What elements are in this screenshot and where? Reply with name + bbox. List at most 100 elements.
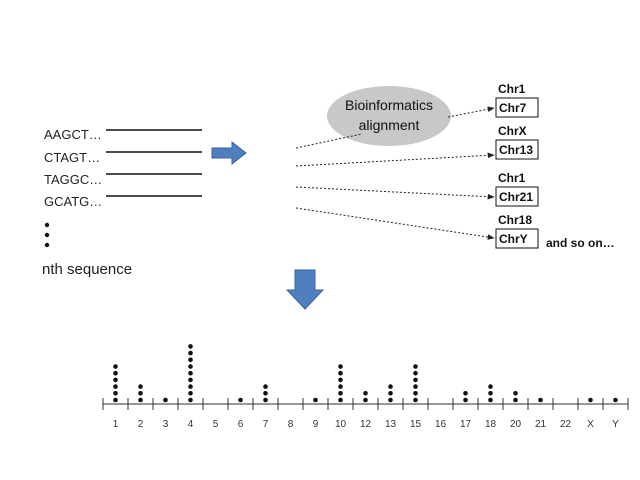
mapping-arrows (295, 106, 495, 240)
data-dot (113, 397, 118, 403)
target-box (495, 97, 539, 118)
data-dot (338, 364, 343, 369)
target-box-label: Chr21 (499, 190, 533, 204)
data-dot (263, 391, 268, 396)
data-dot (388, 397, 393, 403)
data-dot (113, 384, 118, 389)
target-box-label: Chr7 (499, 101, 527, 115)
data-dot (338, 391, 343, 396)
data-dot (413, 391, 418, 396)
read-row-3: TAGGC… (44, 172, 202, 187)
data-dot (538, 397, 543, 403)
bubble-ellipse (327, 86, 451, 146)
data-dot (188, 397, 193, 403)
read-label: CTAGT… (44, 150, 100, 165)
data-dot (363, 391, 368, 396)
tick-label: 6 (238, 419, 244, 430)
target-box (495, 228, 539, 249)
tick-label: 22 (560, 419, 572, 430)
data-dot (188, 364, 193, 369)
target-box (495, 186, 539, 207)
down-arrow-icon (285, 269, 325, 310)
tick-label: 21 (535, 419, 547, 430)
data-dot (138, 397, 143, 403)
tick-label: 9 (313, 419, 319, 430)
tick-label: 8 (288, 419, 294, 430)
data-dot (188, 370, 193, 376)
read-row-4: GCATG… (44, 194, 202, 209)
data-dot (113, 364, 118, 369)
tick-label: 20 (510, 419, 522, 430)
data-dot (188, 391, 193, 396)
data-dot (463, 391, 468, 396)
target-top-label: ChrX (498, 124, 527, 138)
read-row-1: AAGCT… (44, 127, 202, 142)
data-dot (188, 344, 193, 349)
data-dot (138, 391, 143, 396)
read-label: TAGGC… (44, 172, 102, 187)
tick-label: 1 (113, 419, 119, 430)
mapping-arrow-4 (295, 207, 495, 240)
data-dot (488, 397, 493, 403)
data-dot (413, 364, 418, 369)
target-top-label: Chr18 (498, 213, 532, 227)
mapping-arrow-lead (295, 133, 363, 149)
tick-label: 5 (213, 419, 219, 430)
read-label: GCATG… (44, 194, 102, 209)
target-box-label: ChrY (499, 232, 528, 246)
data-dot (113, 370, 118, 376)
data-dot (463, 397, 468, 403)
alignment-bubble: Bioinformatics alignment (327, 86, 451, 146)
ellipsis-dots (44, 222, 50, 248)
data-dot (313, 397, 318, 403)
data-dot (188, 384, 193, 389)
mapping-arrow-3 (295, 186, 495, 200)
tick-label: 13 (385, 419, 397, 430)
nth-sequence-label: nth sequence (42, 261, 132, 278)
right-arrow-icon (211, 140, 247, 166)
data-dot (188, 357, 193, 363)
data-dot (163, 397, 168, 403)
read-row-2: CTAGT… (44, 150, 202, 165)
tick-label: 7 (263, 419, 269, 430)
tick-label: 2 (138, 419, 144, 430)
target-box-label: Chr13 (499, 143, 533, 157)
data-dot (338, 384, 343, 389)
target-2: ChrX Chr13 (495, 124, 539, 160)
target-4: Chr18 ChrY (495, 213, 539, 249)
data-dot (338, 397, 343, 403)
data-dot (513, 397, 518, 403)
data-dot (613, 397, 618, 403)
tick-label: 10 (335, 419, 347, 430)
data-dot (138, 384, 143, 389)
data-dot (413, 397, 418, 403)
data-dot (113, 391, 118, 396)
mapping-arrow-1 (447, 106, 495, 118)
mapping-arrow-2 (295, 152, 495, 167)
bubble-line-2: alignment (359, 117, 420, 133)
data-dot (263, 384, 268, 389)
tick-label: 15 (410, 419, 422, 430)
data-dot (238, 397, 243, 403)
data-dot (413, 370, 418, 376)
target-top-label: Chr1 (498, 171, 526, 185)
tick-label: X (587, 419, 594, 430)
data-dot (588, 397, 593, 403)
chromosome-targets: Chr1 Chr7 ChrX Chr13 Chr1 Chr21 Chr18 Ch… (495, 82, 615, 250)
data-dot (188, 350, 193, 356)
data-dot (413, 384, 418, 389)
tick-label: Y (612, 419, 619, 430)
target-top-label: Chr1 (498, 82, 526, 96)
target-3: Chr1 Chr21 (495, 171, 539, 207)
data-dot (488, 391, 493, 396)
tick-label: 17 (460, 419, 472, 430)
target-box (495, 139, 539, 160)
read-label: AAGCT… (44, 127, 102, 142)
data-dot (388, 391, 393, 396)
data-dot (113, 377, 118, 383)
data-dot (188, 377, 193, 383)
tick-label: 3 (163, 419, 169, 430)
data-dot (338, 377, 343, 383)
